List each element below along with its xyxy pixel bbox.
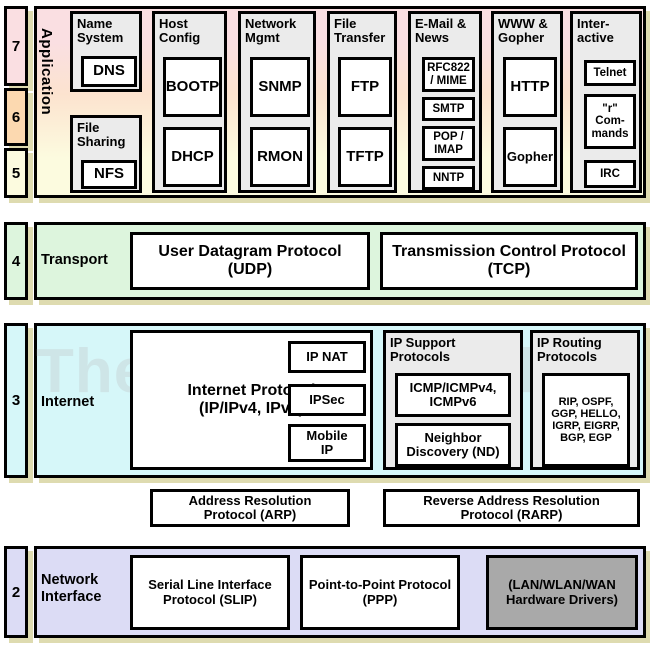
- protocol-snmp: SNMP: [250, 57, 310, 117]
- group-title: IP Routing Protocols: [537, 335, 602, 365]
- layer-number-label: 7: [11, 37, 21, 55]
- group-www-gopher: WWW & Gopher HTTP Gopher: [491, 11, 563, 193]
- protocol-irc: IRC: [584, 160, 636, 188]
- layer-number-7: 7: [4, 6, 28, 86]
- protocol-slip: Serial Line Interface Protocol (SLIP): [130, 555, 290, 630]
- group-ip-routing-protocols: IP Routing Protocols RIP, OSPF, GGP, HEL…: [530, 330, 640, 470]
- protocol-http: HTTP: [503, 57, 557, 117]
- group-email-news: E-Mail & News RFC822 / MIME SMTP POP / I…: [408, 11, 482, 193]
- protocol-ppp: Point-to-Point Protocol (PPP): [300, 555, 460, 630]
- internet-layer-label: Internet: [41, 394, 95, 410]
- group-file-transfer: File Transfer FTP TFTP: [327, 11, 397, 193]
- layer-number-2: 2: [4, 546, 28, 638]
- group-title: Name System: [77, 16, 124, 46]
- protocol-routing-list: RIP, OSPF, GGP, HELLO, IGRP, EIGRP, BGP,…: [542, 373, 630, 467]
- layer-number-label: 6: [11, 108, 21, 126]
- protocol-neighbor-discovery: Neighbor Discovery (ND): [395, 423, 511, 467]
- protocol-tftp: TFTP: [338, 127, 392, 187]
- protocol-bootp: BOOTP: [163, 57, 222, 117]
- group-file-sharing: File Sharing NFS: [70, 115, 142, 193]
- network-interface-layer-label: Network Interface: [41, 572, 102, 605]
- layer-number-4: 4: [4, 222, 28, 300]
- transport-layer-label: Transport: [41, 252, 108, 268]
- layer-number-label: 5: [11, 164, 21, 182]
- protocol-udp: User Datagram Protocol (UDP): [130, 232, 370, 290]
- protocol-gopher: Gopher: [503, 127, 557, 187]
- protocol-smtp: SMTP: [422, 97, 475, 121]
- protocol-tcp: Transmission Control Protocol (TCP): [380, 232, 638, 290]
- protocol-mobile-ip: Mobile IP: [288, 424, 366, 462]
- protocol-pop-imap: POP / IMAP: [422, 126, 475, 161]
- group-title: Host Config: [159, 16, 201, 46]
- layer-number-3: 3: [4, 323, 28, 478]
- layer-number-6: 6: [4, 88, 28, 146]
- protocol-arp: Address Resolution Protocol (ARP): [150, 489, 350, 527]
- protocol-telnet: Telnet: [584, 60, 636, 86]
- protocol-dhcp: DHCP: [163, 127, 222, 187]
- protocol-icmp: ICMP/ICMPv4, ICMPv6: [395, 373, 511, 417]
- protocol-ip-nat: IP NAT: [288, 341, 366, 373]
- group-host-config: Host Config BOOTP DHCP: [152, 11, 227, 193]
- protocol-ftp: FTP: [338, 57, 392, 117]
- group-title: IP Support Protocols: [390, 335, 456, 365]
- protocol-rmon: RMON: [250, 127, 310, 187]
- protocol-rfc822-mime: RFC822 / MIME: [422, 57, 475, 92]
- layer-number-label: 2: [11, 583, 21, 601]
- group-title: E-Mail & News: [415, 16, 467, 46]
- protocol-hardware-drivers: (LAN/WLAN/WAN Hardware Drivers): [486, 555, 638, 630]
- group-title: File Sharing: [77, 120, 126, 150]
- protocol-nntp: NNTP: [422, 166, 475, 190]
- group-title: File Transfer: [334, 16, 386, 46]
- group-name-system: Name System DNS: [70, 11, 142, 92]
- protocol-r-commands: "r" Com- mands: [584, 94, 636, 149]
- layer-number-5: 5: [4, 148, 28, 198]
- group-interactive: Inter- active Telnet "r" Com- mands IRC: [570, 11, 642, 193]
- group-ip-support-protocols: IP Support Protocols ICMP/ICMPv4, ICMPv6…: [383, 330, 523, 470]
- protocol-rarp: Reverse Address Resolution Protocol (RAR…: [383, 489, 640, 527]
- protocol-dns: DNS: [81, 56, 137, 87]
- layer-number-label: 3: [11, 392, 21, 409]
- group-title: Inter- active: [577, 16, 614, 46]
- group-title: Network Mgmt: [245, 16, 297, 46]
- application-layer-label: Application: [38, 28, 55, 116]
- layer-number-label: 4: [11, 252, 21, 270]
- group-network-mgmt: Network Mgmt SNMP RMON: [238, 11, 316, 193]
- protocol-ipsec: IPSec: [288, 384, 366, 416]
- protocol-nfs: NFS: [81, 160, 137, 189]
- group-title: WWW & Gopher: [498, 16, 548, 46]
